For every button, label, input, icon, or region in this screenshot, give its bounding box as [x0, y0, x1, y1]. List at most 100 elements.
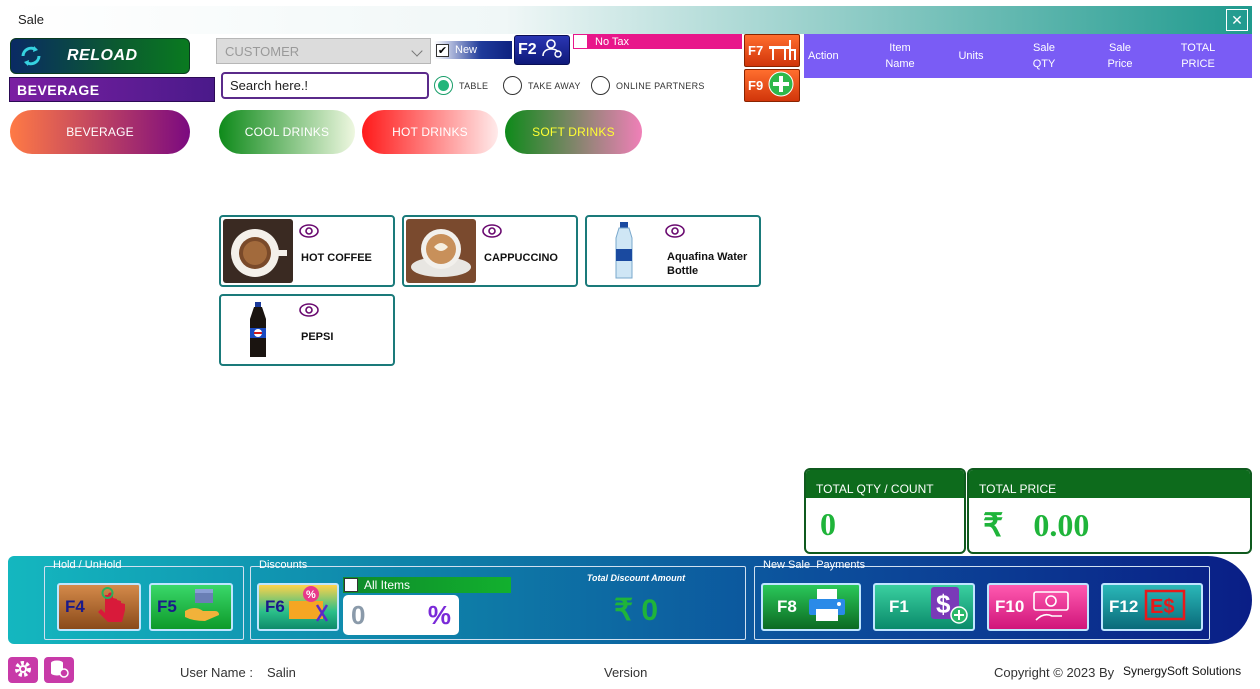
invoice-cancel-icon: E$ — [1144, 588, 1186, 627]
user-name-label: User Name : — [180, 665, 253, 680]
category-cool-drinks[interactable]: COOL DRINKS — [219, 110, 355, 154]
svg-text:E$: E$ — [1150, 596, 1174, 618]
order-type-take-away-label: TAKE AWAY — [528, 80, 581, 91]
f9-label: F9 — [748, 78, 764, 93]
category-label: COOL DRINKS — [244, 125, 330, 139]
item-tile-aquafina[interactable]: Aquafina Water Bottle — [585, 215, 761, 287]
category-label: BEVERAGE — [66, 125, 134, 139]
category-label: SOFT DRINKS — [532, 125, 615, 139]
radio-take-away[interactable] — [503, 76, 522, 95]
col-item-name: Item Name — [885, 42, 915, 70]
settings-button[interactable] — [8, 657, 38, 683]
copyright-text: Copyright © 2023 By — [994, 665, 1115, 680]
discount-input[interactable]: 0 % — [343, 595, 459, 635]
printer-icon — [807, 587, 847, 628]
item-name: PEPSI — [301, 331, 334, 343]
item-tile-pepsi[interactable]: PEPSI — [219, 294, 395, 366]
title-bar: Sale ✕ — [8, 6, 1252, 34]
search-input[interactable] — [221, 72, 429, 99]
f12-label: F12 — [1109, 597, 1139, 616]
f1-payment-button[interactable]: F1 $ — [873, 583, 975, 631]
col-action: Action — [808, 50, 839, 62]
f4-hold-button[interactable]: F4 — [57, 583, 141, 631]
total-qty-value: 0 — [820, 506, 836, 542]
no-tax-checkbox[interactable] — [574, 35, 587, 48]
customer-select[interactable]: CUSTOMER — [216, 38, 431, 64]
close-icon: ✕ — [1231, 11, 1243, 28]
category-label: HOT DRINKS — [392, 125, 468, 139]
item-tile-cappuccino[interactable]: CAPPUCCINO — [402, 215, 578, 287]
f8-print-button[interactable]: F8 — [761, 583, 861, 631]
category-soft-drinks[interactable]: SOFT DRINKS — [505, 110, 642, 154]
payments-group-label: New Sale Payments — [763, 559, 866, 571]
window-title: Sale — [18, 12, 45, 27]
f9-add-button[interactable]: F9 — [744, 69, 800, 102]
customer-select-value: CUSTOMER — [225, 44, 300, 59]
f10-cash-button[interactable]: F10 — [987, 583, 1089, 631]
total-qty-label: TOTAL QTY / COUNT — [806, 470, 964, 498]
order-grid-header: Action Item Name Units Sale QTY Sale Pri… — [804, 34, 1252, 78]
user-settings-icon — [541, 38, 563, 63]
f6-discount-button[interactable]: F6 % — [257, 583, 339, 631]
eye-icon[interactable] — [299, 223, 319, 244]
col-sale-qty: Sale QTY — [1032, 42, 1056, 70]
f2-customer-button[interactable]: F2 — [514, 35, 570, 65]
bottom-action-bar: Hold / UnHold F4 F5 Discounts F6 % All I… — [8, 556, 1252, 644]
no-tax-toggle[interactable]: No Tax — [573, 34, 742, 49]
discounts-group: Discounts F6 % All Items 0 % Total Disco… — [250, 559, 746, 640]
new-checkbox[interactable]: ✔ — [436, 43, 449, 57]
item-name: CAPPUCCINO — [484, 252, 558, 264]
all-items-checkbox[interactable] — [344, 578, 358, 592]
gear-icon — [13, 659, 33, 682]
order-type-online-partners-label: ONLINE PARTNERS — [616, 80, 705, 91]
f7-table-button[interactable]: F7 — [744, 34, 800, 67]
order-type-online-partners[interactable]: ONLINE PARTNERS — [591, 76, 705, 95]
f4-label: F4 — [65, 597, 85, 616]
plus-circle-icon — [768, 71, 794, 100]
no-tax-label: No Tax — [595, 35, 630, 48]
f2-label: F2 — [518, 41, 537, 58]
order-type-table[interactable]: TABLE — [434, 76, 488, 95]
percent-icon: % — [427, 599, 451, 630]
discount-scissors-icon: % — [287, 585, 331, 630]
hold-group-label: Hold / UnHold — [53, 559, 122, 571]
f12-cancel-button[interactable]: F12 E$ — [1101, 583, 1203, 631]
close-button[interactable]: ✕ — [1226, 9, 1248, 31]
all-items-toggle[interactable]: All Items — [343, 577, 511, 593]
water-bottle-icon — [589, 219, 659, 283]
new-customer-toggle[interactable]: ✔ New — [434, 41, 512, 59]
refresh-icon — [11, 42, 51, 70]
radio-table[interactable] — [434, 76, 453, 95]
f6-label: F6 — [265, 597, 285, 616]
cash-hand-icon — [1030, 586, 1072, 629]
discounts-group-label: Discounts — [259, 559, 308, 571]
cappuccino-icon — [406, 219, 476, 283]
status-bar: User Name : Salin Version Copyright © 20… — [0, 655, 1260, 689]
eye-icon[interactable] — [665, 223, 685, 244]
company-name: SynergySoft Solutions — [1123, 664, 1242, 678]
order-type-take-away[interactable]: TAKE AWAY — [503, 76, 581, 95]
f5-unhold-button[interactable]: F5 — [149, 583, 233, 631]
total-price-value: 0.00 — [1033, 507, 1090, 543]
dining-table-icon — [766, 36, 797, 65]
reload-button[interactable]: RELOAD — [10, 38, 190, 74]
eye-icon[interactable] — [299, 302, 319, 323]
chevron-down-icon — [411, 45, 423, 57]
total-discount-value: ₹ 0 — [613, 594, 659, 627]
f5-label: F5 — [157, 597, 177, 616]
col-total-price: TOTAL PRICE — [1180, 42, 1216, 70]
eye-icon[interactable] — [482, 223, 502, 244]
current-category-label: BEVERAGE — [9, 77, 215, 102]
category-hot-drinks[interactable]: HOT DRINKS — [362, 110, 498, 154]
coffee-cup-icon — [223, 219, 293, 283]
hand-touch-icon — [91, 585, 131, 630]
discount-value: 0 — [351, 599, 366, 630]
svg-text:%: % — [306, 589, 316, 601]
new-label: New — [455, 44, 478, 56]
category-beverage[interactable]: BEVERAGE — [10, 110, 190, 154]
currency-symbol: ₹ — [983, 507, 1004, 543]
radio-online-partners[interactable] — [591, 76, 610, 95]
user-name-value: Salin — [267, 665, 296, 680]
item-tile-hot-coffee[interactable]: HOT COFFEE — [219, 215, 395, 287]
database-sync-button[interactable] — [44, 657, 74, 683]
